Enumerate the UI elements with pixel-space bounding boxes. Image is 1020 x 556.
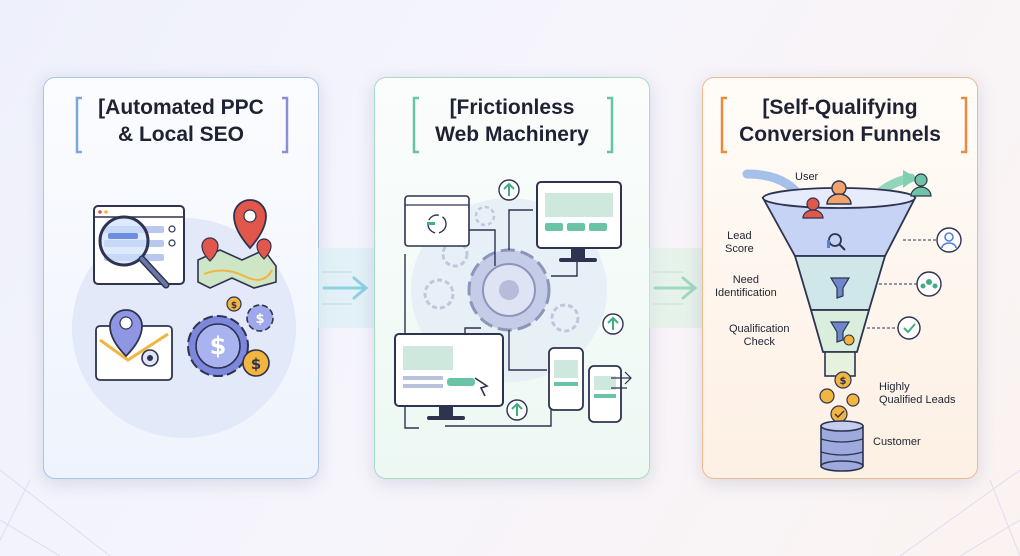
coin-icon: $ [819, 371, 860, 423]
user-group-icon [916, 271, 942, 297]
svg-text:$: $ [840, 376, 847, 387]
gear-icon [187, 304, 274, 377]
location-map-icon [95, 309, 173, 381]
title-line-2: Web Machinery [435, 123, 589, 146]
panel-conversion-funnels: [Self-Qualifying Conversion Funnels [702, 77, 978, 479]
map-pin-icon [197, 199, 277, 289]
label-customer: Customer [873, 436, 921, 448]
ppc-seo-illustration: $ $ $ $ [72, 199, 296, 438]
panel-automated-ppc: [Automated PPC & Local SEO [43, 77, 319, 479]
mobile-phone-icon [548, 347, 632, 423]
label-qualification-check: Qualification Check [729, 323, 790, 348]
svg-text:$: $ [231, 301, 237, 311]
funnel-illustration: $ [742, 169, 962, 472]
browser-window-icon [404, 195, 470, 247]
magnifier-icon [98, 215, 170, 289]
label-highly-qualified-leads: Highly Qualified Leads [879, 381, 956, 406]
title-line-1: [Self-Qualifying [762, 96, 918, 119]
database-icon [820, 420, 864, 472]
title-line-1: [Automated PPC [98, 96, 264, 119]
flow-arrow-1 [318, 248, 376, 328]
dollar-icon: $ $ $ $ [210, 296, 270, 377]
user-icon [936, 227, 962, 253]
svg-text:$: $ [255, 312, 264, 327]
svg-text:$: $ [210, 332, 227, 360]
label-need-identification: Need Identification [715, 274, 777, 299]
web-machinery-illustration [394, 179, 632, 429]
bracket-left [75, 96, 82, 154]
checkmark-icon [897, 316, 921, 340]
bracket-right [607, 96, 614, 154]
bracket-right [282, 96, 289, 154]
title-line-1: [Frictionless [449, 96, 575, 119]
bracket-left [720, 96, 727, 154]
flow-arrow-2 [649, 248, 704, 328]
upload-arrow-icon [498, 179, 624, 421]
label-lead-score: Lead Score [725, 230, 754, 255]
panel-title: [Self-Qualifying Conversion Funnels [703, 94, 977, 148]
title-line-2: & Local SEO [117, 123, 245, 146]
title-line-2: Conversion Funnels [739, 123, 941, 146]
svg-text:$: $ [251, 355, 261, 373]
panel-frictionless-web: [Frictionless Web Machinery [374, 77, 650, 479]
panel-title: [Automated PPC & Local SEO [44, 94, 318, 148]
panel-title: [Frictionless Web Machinery [375, 94, 649, 148]
monitor-icon [394, 333, 504, 420]
monitor-icon [536, 181, 622, 262]
user-icon [802, 173, 932, 219]
label-user: User [795, 171, 819, 183]
bracket-right [961, 96, 968, 154]
bracket-left [412, 96, 419, 154]
gear-icon [423, 205, 580, 333]
